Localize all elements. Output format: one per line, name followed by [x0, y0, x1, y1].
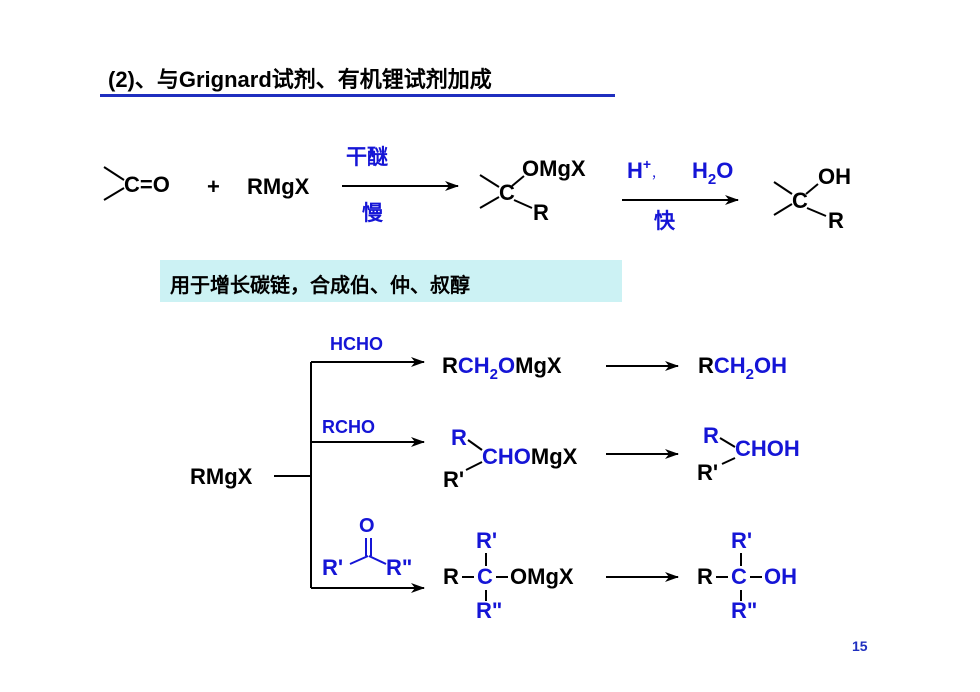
slide-title: (2)、与Grignard试剂、有机锂试剂加成	[108, 67, 492, 92]
ketone-prod-r: R	[697, 564, 713, 589]
intermediate-carbon: C	[499, 180, 515, 205]
step2-proton: H+，	[627, 156, 663, 183]
note-box: 用于增长碳链，合成伯、仲、叔醇	[160, 260, 622, 302]
prod-bond-to-r	[806, 207, 827, 217]
hcho-product: RCH2OH	[698, 353, 787, 383]
step2-water: H2O	[692, 158, 733, 188]
ketone-prod-carbon: C	[731, 564, 747, 589]
rcho-int-bond-lower	[465, 461, 483, 471]
ketone-reagent-oxygen: O	[359, 515, 375, 537]
rcho-prod-rprime: R'	[697, 460, 718, 485]
branch-start-reagent: RMgX	[190, 464, 253, 489]
rcho-prod-bond-lower	[721, 457, 736, 465]
int-bond-to-r	[513, 199, 533, 209]
int-bond-left-upper	[479, 174, 500, 188]
page-number: 15	[852, 638, 868, 654]
intermediate-omgx: OMgX	[522, 156, 586, 181]
title-underline	[100, 94, 615, 97]
ketone-int-r: R	[443, 564, 459, 589]
plus-sign: +	[207, 174, 220, 199]
prod-bond-left-upper	[773, 181, 793, 195]
ketone-int-top: R'	[476, 528, 497, 553]
ketone-int-bottom: R"	[476, 598, 502, 623]
prod-bond-to-oh	[805, 183, 819, 195]
rcho-int-bond-upper	[467, 439, 483, 451]
ketone-int-carbon: C	[477, 564, 493, 589]
intermediate-r: R	[533, 200, 549, 225]
product-carbon: C	[792, 188, 808, 213]
rcho-reagent: RCHO	[322, 417, 375, 437]
product-oh: OH	[818, 164, 851, 189]
ketone-int-omgx: OMgX	[510, 564, 574, 589]
carbonyl-label: C=O	[124, 172, 170, 197]
rcho-product: CHOH	[735, 436, 800, 461]
ketone-reagent-rprime: R'	[322, 555, 343, 580]
ketone-bond-left	[349, 555, 369, 565]
rcho-int-r: R	[451, 425, 467, 450]
carbonyl-bond-upper	[103, 166, 125, 181]
ketone-prod-oh: OH	[764, 564, 797, 589]
rcho-prod-bond-upper	[719, 437, 736, 448]
step2-condition-bottom: 快	[654, 210, 676, 233]
ketone-reagent-rdoubleprime: R"	[386, 555, 412, 580]
ketone-prod-top: R'	[731, 528, 752, 553]
hcho-intermediate: RCH2OMgX	[442, 353, 562, 383]
note-text: 用于增长碳链，合成伯、仲、叔醇	[170, 275, 470, 297]
step1-condition-bottom: 慢	[362, 201, 384, 225]
ketone-prod-bottom: R"	[731, 598, 757, 623]
rcho-prod-r: R	[703, 423, 719, 448]
prod-bond-left-lower	[773, 203, 793, 216]
grignard-reagent: RMgX	[247, 174, 310, 199]
rcho-int-rprime: R'	[443, 467, 464, 492]
product-r: R	[828, 208, 844, 233]
step1-condition-top: 干醚	[346, 146, 388, 169]
branch-scheme: RMgX HCHO RCH2OMgX RCH2OH RCHO R R' CHOM…	[190, 334, 800, 623]
hcho-reagent: HCHO	[330, 334, 383, 354]
carbonyl-bond-lower	[103, 187, 125, 201]
rcho-intermediate: CHOMgX	[482, 444, 578, 469]
int-bond-to-o	[511, 175, 525, 187]
general-reaction: C=O + RMgX 干醚 慢 C OMgX R H+， H2O 快 C OH …	[103, 146, 851, 233]
ketone-bond-right	[368, 555, 387, 565]
int-bond-left-lower	[479, 196, 500, 209]
